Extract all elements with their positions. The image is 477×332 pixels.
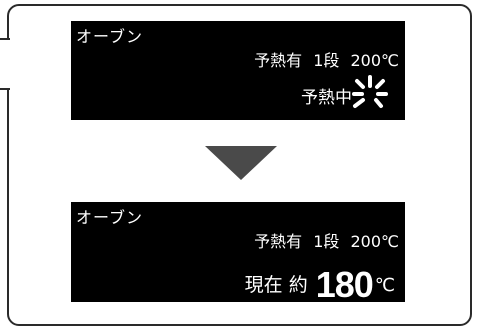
preheat-label: 予熱有: [254, 232, 303, 251]
settings-line: 予熱有 1段 200℃: [248, 228, 399, 252]
settings-line: 予熱有 1段 200℃: [248, 47, 399, 71]
loading-spinner-icon: [352, 75, 388, 108]
arrow-down-icon: [205, 146, 277, 180]
mode-label: オーブン: [76, 27, 144, 46]
current-temp-value: 180: [315, 264, 374, 305]
stage-label: 1段: [313, 51, 340, 70]
preheat-label: 予熱有: [254, 51, 303, 70]
current-temp-row: 現在 約 180℃: [245, 264, 395, 306]
display-preheating: オーブン 予熱有 1段 200℃ 予熱中: [71, 21, 405, 120]
frame-gap: [4, 40, 12, 90]
display-current-temp: オーブン 予熱有 1段 200℃ 現在 約 180℃: [71, 202, 405, 305]
stage-label: 1段: [313, 232, 340, 251]
mode-label: オーブン: [76, 208, 144, 227]
temp-unit: ℃: [374, 275, 395, 296]
frame-notch: [0, 38, 10, 40]
frame-notch: [0, 88, 10, 90]
set-temperature: 200℃: [350, 232, 399, 251]
display-frame: [7, 4, 472, 326]
status-label: 予熱中: [301, 88, 352, 108]
current-label: 現在 約: [244, 274, 308, 296]
set-temperature: 200℃: [350, 51, 399, 70]
